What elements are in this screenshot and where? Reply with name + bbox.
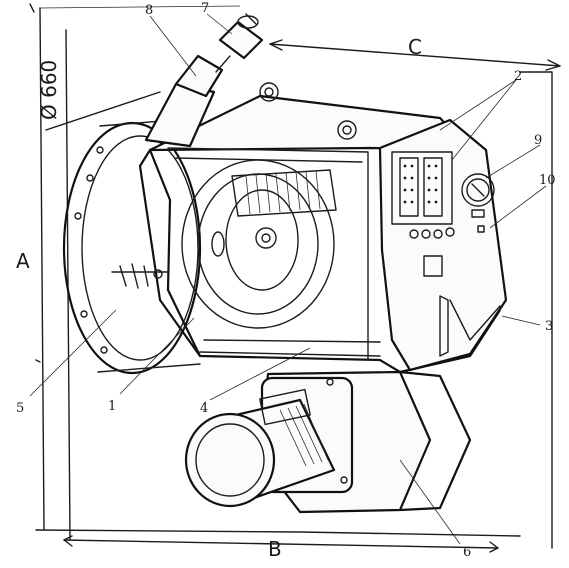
callout-4: 4 [200, 401, 208, 416]
damper-motor [231, 169, 337, 217]
control-panel [378, 118, 508, 372]
fan-wheel [181, 159, 335, 329]
mounting-flange [62, 117, 202, 375]
indicator-dots [403, 164, 438, 204]
callout-3: 3 [545, 319, 553, 334]
callout-8: 8 [145, 3, 153, 18]
ignition-electrode [111, 263, 169, 289]
callout-2: 2 [514, 69, 522, 84]
dimension-lines [29, 3, 561, 553]
pressure-gauge [461, 173, 495, 207]
dimension-c-label: C [408, 35, 422, 59]
callout-6: 6 [463, 545, 471, 560]
callout-1: 1 [108, 399, 116, 414]
dimension-a-label: A [16, 249, 30, 273]
leader-lines [29, 13, 547, 545]
callout-7: 7 [201, 1, 209, 16]
callout-5: 5 [16, 401, 24, 416]
dimension-b-label: B [268, 537, 282, 561]
diameter-label: Ø 660 [37, 60, 61, 120]
blower-assembly [184, 370, 472, 514]
blower-motor [184, 388, 336, 508]
callout-9: 9 [534, 133, 542, 148]
gas-inlet-pipe [144, 13, 264, 148]
callout-10: 10 [539, 173, 556, 188]
